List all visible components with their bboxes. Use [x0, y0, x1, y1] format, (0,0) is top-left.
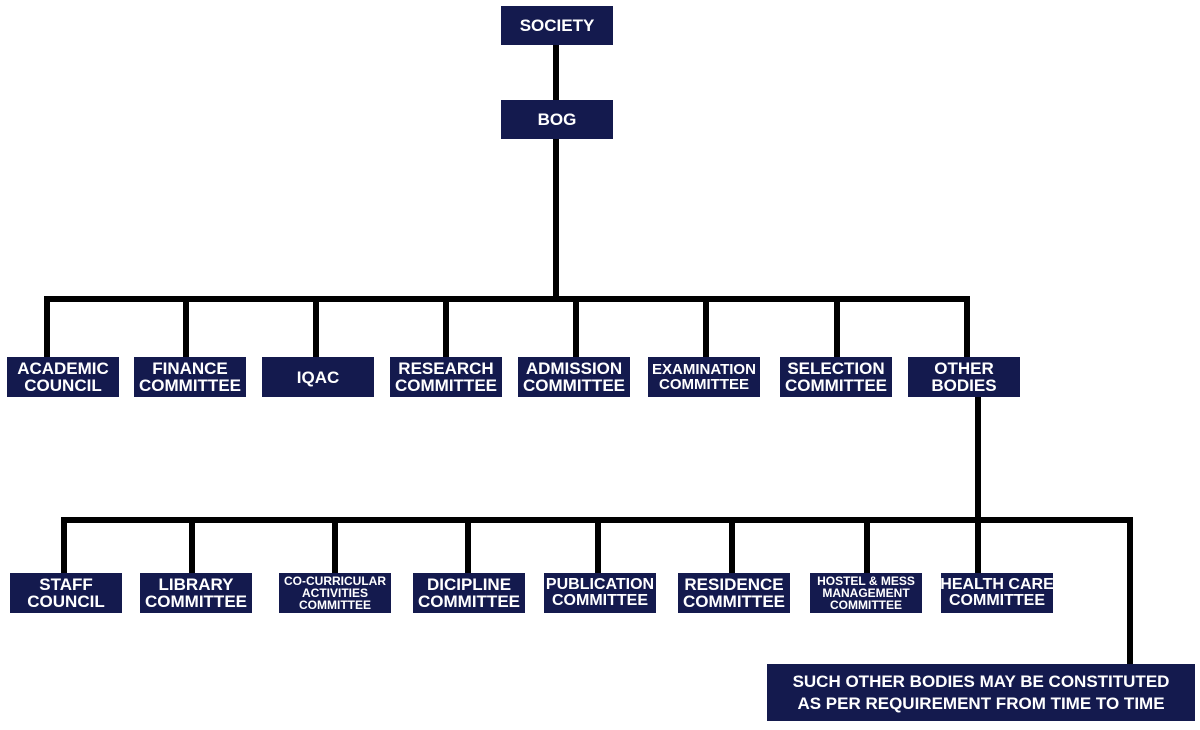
committee-label-line1: OTHER	[934, 359, 994, 378]
bog-box: BOG	[501, 100, 613, 139]
body-staff-council: STAFF COUNCIL	[10, 573, 122, 613]
body-label-line1: CO-CURRICULAR	[284, 574, 386, 588]
committee-other-bodies: OTHER BODIES	[908, 357, 1020, 397]
committee-label-line1: SELECTION	[787, 359, 885, 378]
note-line2: AS PER REQUIREMENT FROM TIME TO TIME	[797, 694, 1165, 713]
body-hostel-mess-committee: HOSTEL & MESS MANAGEMENT COMMITTEE	[810, 573, 922, 613]
body-label-line2: COMMITTEE	[949, 592, 1045, 609]
body-label-line2: COUNCIL	[27, 592, 105, 611]
body-label-line1: HEALTH CARE	[940, 576, 1054, 593]
committee-label-line1: RESEARCH	[398, 359, 494, 378]
body-label-line1: HOSTEL & MESS	[817, 574, 915, 588]
committee-academic-council: ACADEMIC COUNCIL	[7, 357, 119, 397]
committee-label-line2: COMMITTEE	[139, 376, 241, 395]
committee-research: RESEARCH COMMITTEE	[390, 357, 502, 397]
committee-label-line1: FINANCE	[152, 359, 228, 378]
body-publication-committee: PUBLICATION COMMITTEE	[544, 573, 656, 613]
other-bodies-note-box: SUCH OTHER BODIES MAY BE CONSTITUTED AS …	[767, 664, 1195, 721]
bog-label: BOG	[537, 110, 577, 129]
body-label-line2: MANAGEMENT	[822, 586, 910, 600]
body-label-line2: ACTIVITIES	[301, 586, 368, 600]
body-dicipline-committee: DICIPLINE COMMITTEE	[413, 573, 525, 613]
body-residence-committee: RESIDENCE COMMITTEE	[678, 573, 790, 613]
note-line1: SUCH OTHER BODIES MAY BE CONSTITUTED	[792, 671, 1170, 691]
committee-label-line2: COMMITTEE	[523, 376, 625, 395]
body-label-line2: COMMITTEE	[145, 592, 247, 611]
body-label-line3: COMMITTEE	[299, 598, 371, 612]
body-label-line1: STAFF	[39, 575, 93, 594]
committee-label-line1: IQAC	[296, 367, 340, 387]
committee-label-line1: EXAMINATION	[652, 361, 756, 378]
committee-selection: SELECTION COMMITTEE	[780, 357, 892, 397]
committee-label-line2: COMMITTEE	[659, 376, 749, 393]
committee-label-line2: BODIES	[931, 376, 997, 395]
body-label-line2: COMMITTEE	[683, 592, 785, 611]
committee-finance: FINANCE COMMITTEE	[134, 357, 246, 397]
body-label-line1: LIBRARY	[158, 575, 234, 594]
society-box: SOCIETY	[501, 6, 613, 45]
committee-label-line2: COMMITTEE	[395, 376, 497, 395]
committee-examination: EXAMINATION COMMITTEE	[648, 357, 760, 397]
committee-label-line1: ADMISSION	[525, 359, 623, 378]
committee-iqac: IQAC	[262, 357, 374, 397]
body-label-line1: DICIPLINE	[426, 575, 512, 594]
committee-label-line2: COUNCIL	[24, 376, 102, 395]
body-health-care-committee: HEALTH CARE COMMITTEE	[940, 573, 1054, 613]
society-label: SOCIETY	[519, 16, 595, 35]
body-label-line3: COMMITTEE	[830, 598, 902, 612]
body-cocurricular-committee: CO-CURRICULAR ACTIVITIES COMMITTEE	[279, 573, 391, 613]
body-label-line2: COMMITTEE	[418, 592, 520, 611]
body-label-line1: PUBLICATION	[545, 576, 655, 593]
body-library-committee: LIBRARY COMMITTEE	[140, 573, 252, 613]
body-label-line1: RESIDENCE	[684, 575, 784, 594]
committee-label-line1: ACADEMIC	[17, 359, 109, 378]
committee-label-line2: COMMITTEE	[785, 376, 887, 395]
body-label-line2: COMMITTEE	[552, 592, 648, 609]
committee-admission: ADMISSION COMMITTEE	[518, 357, 630, 397]
